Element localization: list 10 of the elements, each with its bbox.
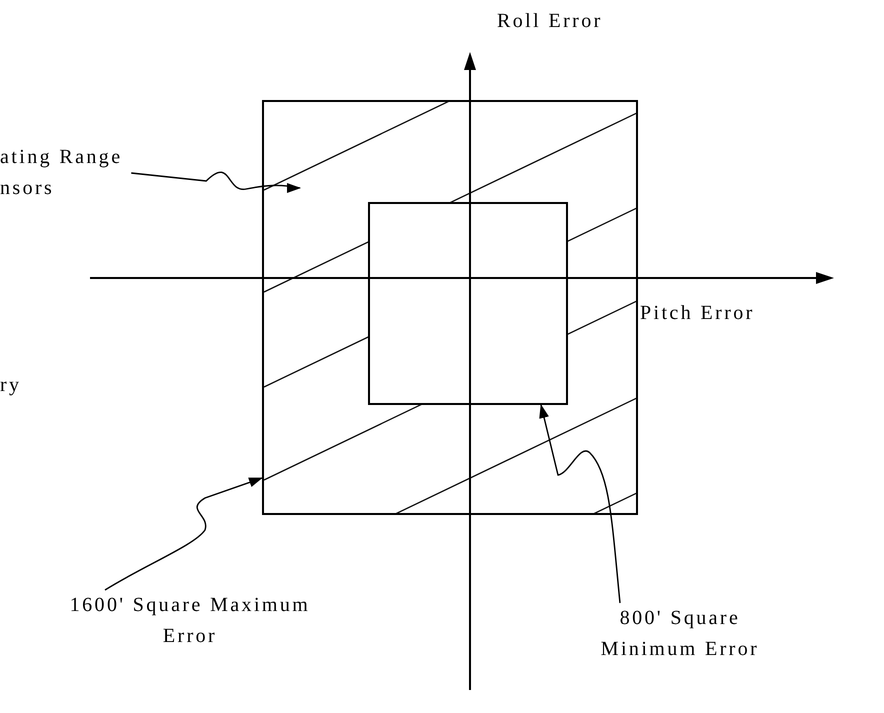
axis-label: Pitch Error <box>640 301 755 326</box>
axis-label: ry <box>0 373 22 398</box>
axis-label: Roll Error <box>497 9 603 34</box>
callout-text: 1600' Square Maximum Error <box>68 593 312 649</box>
leader-line <box>104 477 263 591</box>
inner-square <box>368 202 568 405</box>
leader-line <box>539 404 621 604</box>
callout-text: ating Range nsors <box>0 145 124 201</box>
callout-text: 800' Square Minimum Error <box>600 606 760 662</box>
leader-line <box>131 172 301 191</box>
